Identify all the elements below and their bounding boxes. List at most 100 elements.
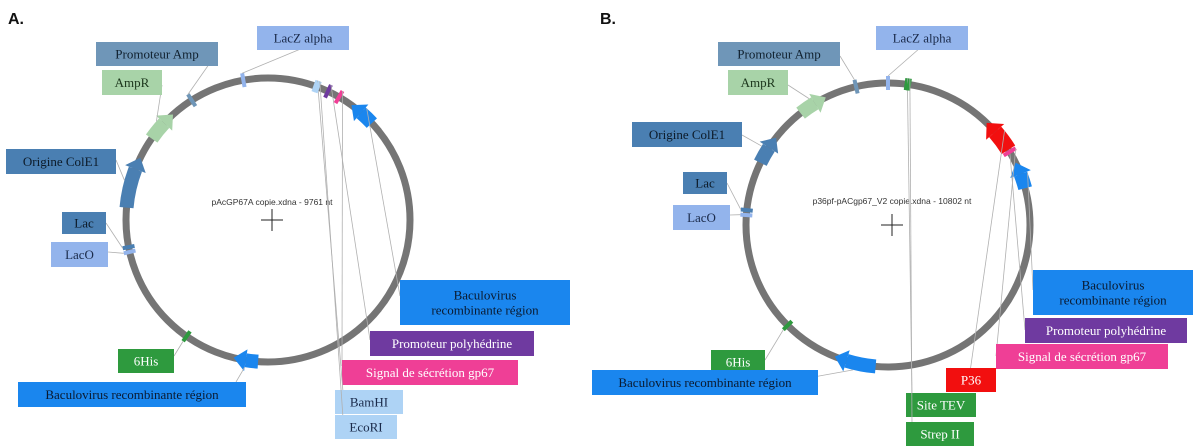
feature-arc xyxy=(796,97,819,119)
feature-tick xyxy=(852,79,860,94)
feature-arrowhead xyxy=(834,350,850,372)
feature-tick xyxy=(333,89,345,105)
panel-letter: A. xyxy=(8,11,24,28)
leader-line xyxy=(887,47,921,77)
feature-label: AmpR xyxy=(741,75,776,90)
feature-label-box xyxy=(673,205,730,230)
feature-label-box xyxy=(946,368,996,392)
feature-tick xyxy=(781,319,794,332)
feature-label-box xyxy=(6,149,116,174)
feature-strep-ii: Strep II xyxy=(906,78,974,446)
feature-ampr: AmpR xyxy=(728,70,826,119)
leader-line xyxy=(341,90,343,367)
feature-bamhi: BamHI xyxy=(311,79,403,414)
feature-label-box xyxy=(1025,318,1187,343)
feature-laco: LacO xyxy=(51,242,136,267)
feature-label-box xyxy=(342,360,518,385)
feature-label-box xyxy=(118,349,174,373)
leader-line xyxy=(319,81,344,419)
plasmid-backbone xyxy=(122,74,414,366)
feature-label-box xyxy=(370,331,534,356)
feature-label-box xyxy=(257,26,349,50)
feature-label-box xyxy=(1033,270,1193,315)
feature-label-box xyxy=(592,370,818,395)
feature-tick xyxy=(186,93,198,108)
feature-arc xyxy=(119,166,143,209)
feature-label: Promoteur Amp xyxy=(737,47,820,62)
feature-label: LacZ alpha xyxy=(893,31,952,46)
feature-lac: Lac xyxy=(683,172,753,213)
feature-6his: 6His xyxy=(118,330,192,373)
feature-label: Site TEV xyxy=(917,398,966,413)
feature-arrowhead xyxy=(233,349,248,372)
feature-label: Origine ColE1 xyxy=(649,127,725,142)
feature-label: Baculovirus recombinante région xyxy=(618,375,792,390)
plasmid-title: pAcGP67A copie.xdna - 9761 nt xyxy=(212,197,334,207)
feature-lac: Lac xyxy=(62,212,135,251)
feature-origine-cole1: Origine ColE1 xyxy=(6,149,146,209)
feature-arrowhead xyxy=(759,137,779,154)
feature-p36: P36 xyxy=(946,122,1016,392)
feature-arc xyxy=(244,353,259,369)
feature-label-box xyxy=(718,42,840,66)
feature-tick xyxy=(323,84,333,99)
feature-label: Promoteur Amp xyxy=(115,47,198,62)
feature-tick xyxy=(240,72,247,88)
feature-label-box xyxy=(62,212,106,234)
feature-label: Promoteur polyhédrine xyxy=(392,336,512,351)
feature-signal-de-s-cr-tion-gp67: Signal de sécrétion gp67 xyxy=(333,89,518,385)
leader-line xyxy=(726,182,742,210)
feature-tick xyxy=(181,330,192,343)
feature-label-box xyxy=(96,42,218,66)
feature-label: Signal de sécrétion gp67 xyxy=(1018,349,1147,364)
feature-arc xyxy=(754,143,775,166)
feature-tick xyxy=(313,80,322,94)
feature-promoteur-polyh-drine: Promoteur polyhédrine xyxy=(323,84,534,356)
leader-line xyxy=(115,159,125,181)
feature-tick xyxy=(740,207,753,213)
feature-label: 6His xyxy=(726,355,751,370)
feature-arc xyxy=(989,126,1016,155)
leader-line xyxy=(741,134,762,147)
feature-label: recombinante région xyxy=(431,303,539,318)
panel-letter: B. xyxy=(600,11,616,28)
leader-line xyxy=(366,108,401,297)
feature-arrowhead xyxy=(125,157,146,174)
feature-label: recombinante région xyxy=(1059,293,1167,308)
leader-line xyxy=(173,341,184,357)
feature-promoteur-amp: Promoteur Amp xyxy=(718,42,860,94)
feature-label: Baculovirus xyxy=(1082,278,1145,293)
feature-arrowhead xyxy=(809,93,826,113)
feature-label: LacO xyxy=(65,247,94,262)
feature-arrowhead xyxy=(351,104,369,122)
leader-line xyxy=(1008,137,1026,331)
leader-line xyxy=(909,78,913,425)
feature-tick xyxy=(1002,146,1017,158)
feature-label: AmpR xyxy=(115,75,150,90)
feature-label-box xyxy=(683,172,727,194)
feature-tick xyxy=(123,248,136,256)
leader-line xyxy=(235,366,246,383)
leader-line xyxy=(969,130,1005,373)
leader-line xyxy=(105,222,124,249)
feature-6his: 6His xyxy=(711,319,794,374)
feature-ecori: EcoRI xyxy=(313,80,397,439)
feature-label-box xyxy=(335,390,403,414)
feature-arc xyxy=(356,107,377,128)
feature-tick xyxy=(740,212,753,218)
leader-line xyxy=(764,329,784,361)
feature-label: Promoteur polyhédrine xyxy=(1046,323,1166,338)
leader-line xyxy=(241,47,304,74)
plasmid-title: p36pf-pACgp67_V2 copie.xdna - 10802 nt xyxy=(813,196,972,206)
feature-arc xyxy=(145,118,170,143)
feature-lacz-alpha: LacZ alpha xyxy=(240,26,349,88)
feature-label: Signal de sécrétion gp67 xyxy=(366,365,495,380)
leader-line xyxy=(330,84,371,341)
feature-label-box xyxy=(876,26,968,50)
feature-label: Strep II xyxy=(920,427,959,442)
feature-tick xyxy=(122,243,135,251)
leader-line xyxy=(1027,172,1034,291)
feature-promoteur-amp: Promoteur Amp xyxy=(96,42,218,108)
